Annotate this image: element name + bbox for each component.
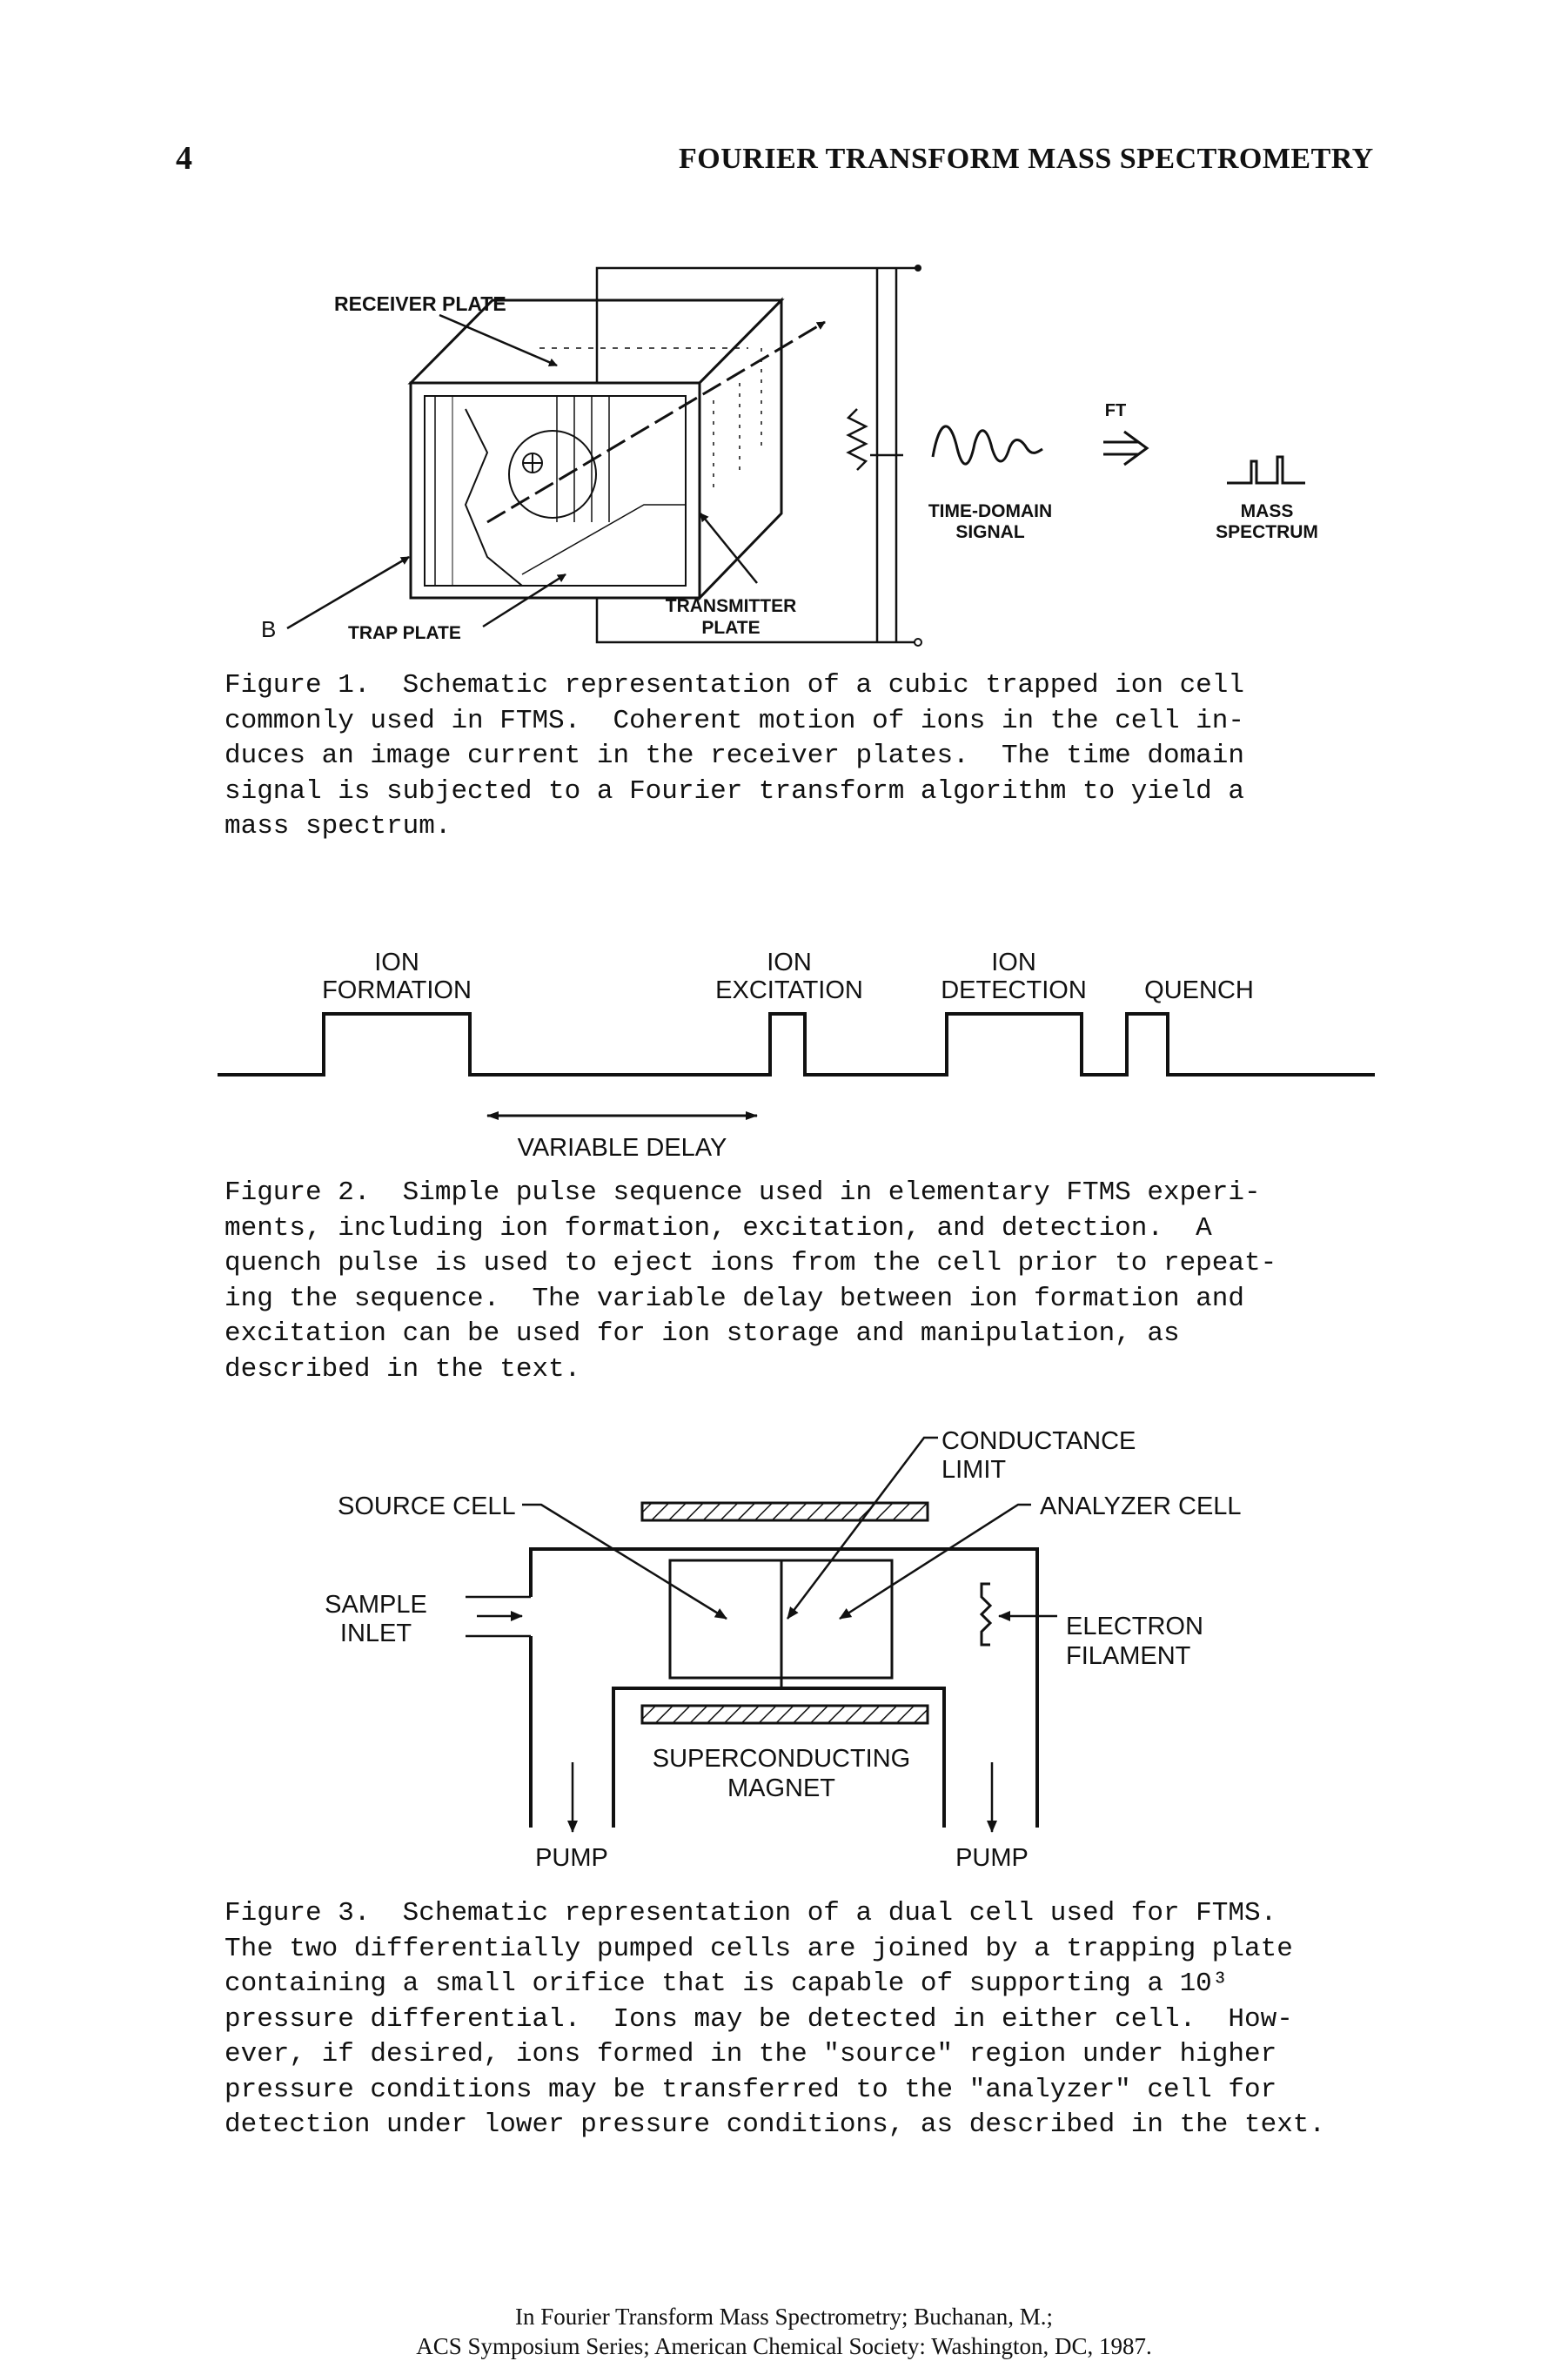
electron-filament-coil — [979, 1582, 993, 1647]
ft-transform-arrow — [1103, 430, 1149, 466]
figure-1-cubic-ion-cell-diagram: RECEIVER PLATE B TRAP PLATE TRANSMITTER … — [261, 265, 1318, 647]
ion-formation-label-2: FORMATION — [322, 976, 472, 1004]
ion-cell-cube — [407, 297, 785, 601]
caption-line: signal is subjected to a Fourier transfo… — [224, 775, 1244, 807]
variable-delay-label: VARIABLE DELAY — [518, 1134, 727, 1162]
pump-label-right: PUMP — [955, 1844, 1029, 1871]
figure-2-caption: Figure 2. Simple pulse sequence used in … — [224, 1176, 1443, 1387]
magnetic-field-arrow — [486, 320, 826, 524]
figure-1-caption: Figure 1. Schematic representation of a … — [224, 668, 1443, 845]
ft-label: FT — [1105, 401, 1126, 420]
analyzer-cell-label: ANALYZER CELL — [1040, 1492, 1242, 1520]
mass-spectrum-label: MASS — [1241, 501, 1294, 521]
ion-excitation-label: ION — [767, 949, 812, 976]
transmitter-plate-label-2: PLATE — [701, 618, 760, 638]
conductance-limit-label: CONDUCTANCE — [941, 1427, 1136, 1455]
ion-detection-label: ION — [991, 949, 1036, 976]
caption-line: ments, including ion formation, excitati… — [224, 1212, 1212, 1244]
ion-detection-label-2: DETECTION — [941, 976, 1087, 1004]
running-title: FOURIER TRANSFORM MASS SPECTROMETRY — [679, 143, 1374, 175]
caption-line: containing a small orifice that is capab… — [224, 1969, 1229, 1999]
caption-line: mass spectrum. — [224, 811, 452, 842]
electron-filament-label: ELECTRON — [1066, 1613, 1203, 1640]
caption-line: quench pulse is used to eject ions from … — [224, 1248, 1277, 1278]
caption-line: pressure differential. Ions may be detec… — [224, 2003, 1293, 2035]
caption-line: Figure 1. Schematic representation of a … — [224, 670, 1244, 701]
ion-formation-label: ION — [374, 949, 419, 976]
page-number: 4 — [176, 140, 192, 177]
receiver-plate-label: RECEIVER PLATE — [334, 292, 506, 315]
conductance-limit-label-2: LIMIT — [941, 1456, 1006, 1484]
caption-line: described in the text. — [224, 1353, 581, 1385]
source-cell-label: SOURCE CELL — [338, 1492, 516, 1520]
caption-line: ing the sequence. The variable delay bet… — [224, 1283, 1244, 1314]
sample-inlet-label: SAMPLE — [325, 1591, 427, 1619]
caption-line: pressure conditions may be transferred t… — [224, 2074, 1277, 2105]
figure-2-pulse-sequence-diagram: ION FORMATION ION EXCITATION ION DETECTI… — [218, 949, 1375, 1162]
b-field-label: B — [261, 616, 276, 642]
figure-3-caption: Figure 3. Schematic representation of a … — [224, 1896, 1443, 2143]
citation-footer: In Fourier Transform Mass Spectrometry; … — [0, 2302, 1568, 2361]
pulse-sequence-trace — [218, 1012, 1375, 1077]
time-domain-signal-label: TIME-DOMAIN — [928, 501, 1052, 521]
caption-line: ever, if desired, ions formed in the "so… — [224, 2039, 1277, 2069]
time-domain-signal-label-2: SIGNAL — [955, 522, 1025, 542]
mass-spectrum-peaks — [1227, 455, 1305, 485]
caption-line: Figure 2. Simple pulse sequence used in … — [224, 1177, 1261, 1208]
time-domain-waveform — [931, 425, 1043, 466]
footer-line-1: In Fourier Transform Mass Spectrometry; … — [515, 2304, 1053, 2330]
quench-label: QUENCH — [1144, 976, 1254, 1004]
mass-spectrum-label-2: SPECTRUM — [1216, 522, 1318, 542]
electron-filament-label-2: FILAMENT — [1066, 1642, 1191, 1670]
caption-line: commonly used in FTMS. Coherent motion o… — [224, 705, 1244, 736]
pump-label-left: PUMP — [535, 1844, 608, 1871]
transmitter-plate-label: TRANSMITTER — [666, 596, 797, 616]
caption-line: Figure 3. Schematic representation of a … — [224, 1898, 1277, 1928]
sample-inlet-label-2: INLET — [340, 1620, 412, 1647]
caption-line: The two differentially pumped cells are … — [224, 1933, 1293, 1964]
footer-line-2: ACS Symposium Series; American Chemical … — [416, 2333, 1152, 2359]
ion-excitation-label-2: EXCITATION — [715, 976, 863, 1004]
caption-line: detection under lower pressure condition… — [224, 2109, 1326, 2140]
superconducting-magnet-label: SUPERCONDUCTING — [653, 1745, 910, 1773]
figure-3-dual-cell-diagram: CONDUCTANCE LIMIT SOURCE CELL ANALYZER C… — [325, 1427, 1242, 1871]
trap-plate-label: TRAP PLATE — [348, 623, 461, 643]
superconducting-magnet-label-2: MAGNET — [727, 1774, 835, 1802]
magnet-pole-bottom — [640, 1704, 929, 1725]
caption-line: duces an image current in the receiver p… — [224, 741, 1244, 771]
magnet-pole-top — [640, 1501, 929, 1522]
vacuum-chamber — [529, 1547, 1039, 1828]
caption-line: excitation can be used for ion storage a… — [224, 1318, 1180, 1349]
dual-cell — [668, 1559, 894, 1688]
